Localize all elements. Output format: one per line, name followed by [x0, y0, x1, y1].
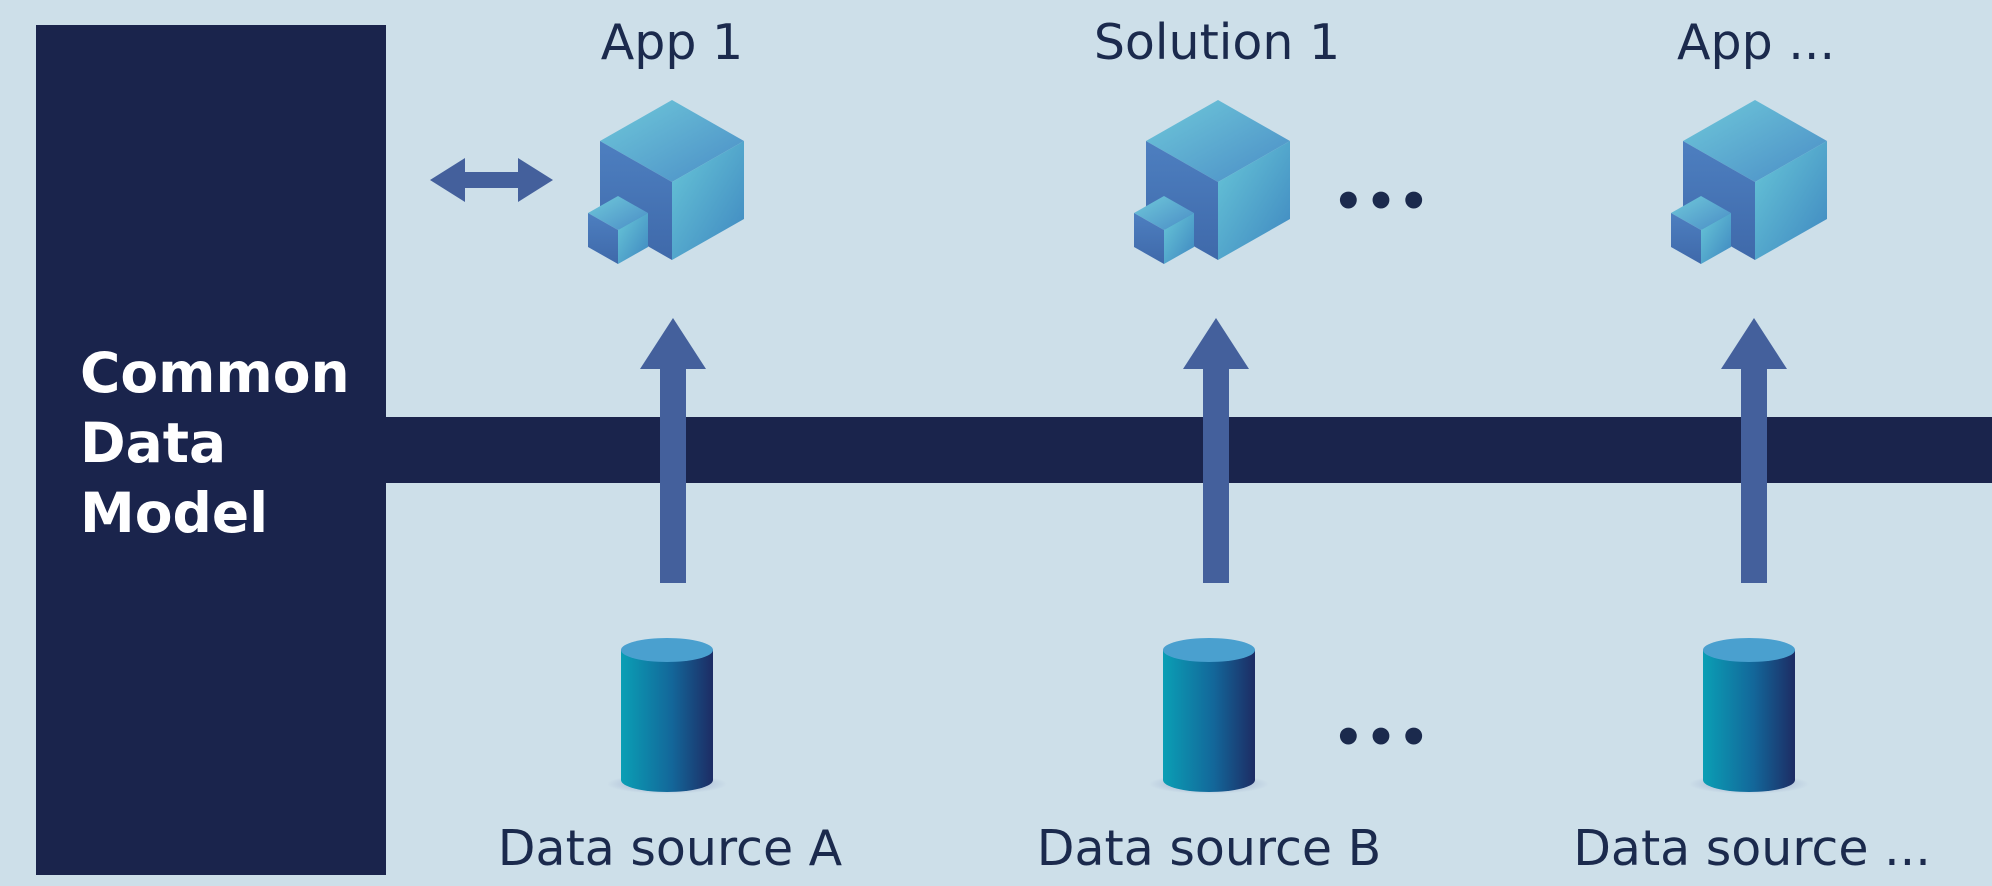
- up-arrow-icon: [640, 318, 706, 583]
- more-sources-ellipsis: •••: [1332, 710, 1432, 766]
- common-data-model-title: Common Data Model: [80, 338, 350, 548]
- cube-app-icon: [588, 100, 744, 264]
- model-title-line: Common: [80, 341, 350, 405]
- database-cylinder-icon: [607, 638, 727, 794]
- cube-app-icon: [1134, 100, 1290, 264]
- up-arrow-icon: [1183, 318, 1249, 583]
- cube-app-icon: [1671, 100, 1827, 264]
- app-label: App ...: [1676, 14, 1836, 71]
- data-source-label: Data source A: [497, 820, 843, 877]
- up-arrow-icon: [1721, 318, 1787, 583]
- database-cylinder-icon: [1149, 638, 1269, 794]
- data-source-label: Data source B: [1036, 820, 1382, 877]
- double-arrow-icon: [430, 158, 553, 202]
- model-title-line: Data: [80, 411, 227, 475]
- more-apps-ellipsis: •••: [1332, 174, 1432, 230]
- common-data-model-bar: [384, 417, 1992, 483]
- common-data-model-block: [36, 25, 386, 875]
- data-source-label: Data source ...: [1573, 820, 1931, 877]
- model-title-line: Model: [80, 481, 269, 545]
- app-label: Solution 1: [1093, 14, 1341, 71]
- database-cylinder-icon: [1689, 638, 1809, 794]
- app-label: App 1: [600, 14, 744, 71]
